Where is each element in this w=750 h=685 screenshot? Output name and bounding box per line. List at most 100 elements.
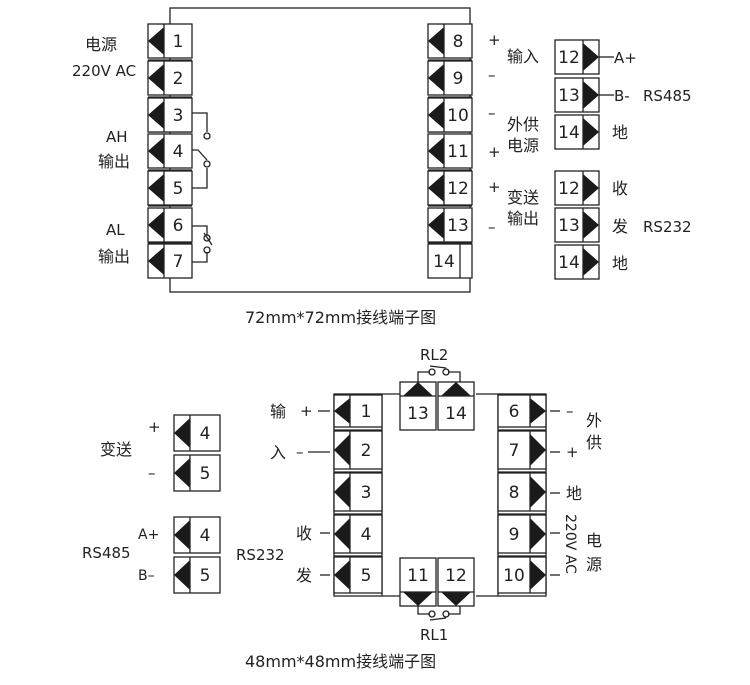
terminal-number: 7 [509,441,520,461]
label-ext-2: 供 [586,433,602,452]
rs485-name: RS485 [643,87,692,105]
terminal-number: 11 [447,142,469,162]
terminal-number: 1 [173,32,184,52]
terminal-number: 2 [361,441,372,461]
rs485-terminal-14: 14 [554,114,600,150]
label-in-plus: + [300,402,313,420]
terminal-number: 10 [503,566,525,586]
rs232-name: RS232 [643,218,692,236]
label-al: AL [106,221,125,239]
label-ext-supply-2: 电源 [507,136,539,155]
rs232-rx: 收 [612,179,628,198]
terminal-number: 14 [445,404,467,424]
terminal-number: 13 [447,216,469,236]
terminal-7-48: 7 [497,430,547,470]
rs232-terminal-13: 13 [554,207,600,243]
terminal-number: 12 [558,48,580,68]
label-rs232-48: RS232 [236,546,285,564]
terminal-number: 4 [173,142,184,162]
terminal-11-72-right: 11 [427,133,473,169]
terminal-arrow [148,137,164,165]
terminal-arrow [428,27,444,55]
terminal-arrow [334,560,350,590]
terminal-10-48: 10 [497,556,547,594]
terminal-arrow [530,434,546,466]
terminal-number: 1 [361,402,372,422]
terminal-number: 5 [173,179,184,199]
terminal-1-48: 1 [333,394,383,428]
rs232-tx: 发 [612,217,628,236]
terminal-8-72-right: 8 [427,23,473,59]
terminal-arrow [174,458,190,488]
sign-10: – [488,104,496,122]
rs485-gnd: 地 [612,123,628,142]
terminal-arrow [428,211,444,239]
terminal-number: 6 [173,216,184,236]
label-transmit-2: 输出 [507,209,539,228]
terminal-5-72: 5 [147,170,193,206]
terminal-13-48: 13 [399,381,437,431]
terminal-13-72-right: 13 [427,207,473,243]
sign-11: + [488,143,501,161]
caption-48: 48mm*48mm接线端子图 [245,652,436,671]
label-in-1: 输 [270,402,286,421]
terminal-4-48: 4 [333,514,383,554]
terminal-14-48: 14 [437,381,475,431]
terminal-number: 5 [200,566,211,586]
terminal-arrow [148,27,164,55]
ah-switch [192,149,208,161]
housing-72 [169,7,471,293]
terminal-number: 3 [361,483,372,503]
terminal-arrow [428,101,444,129]
label-power: 电源 [85,35,117,54]
terminal-9-72-right: 9 [427,60,473,96]
trans-minus: – [148,464,156,482]
terminal-12-48: 12 [437,557,475,607]
sign-12: + [488,178,501,196]
terminal-layer: 1234567891011121314121314121314123456789… [147,23,600,607]
sign-8: + [488,31,501,49]
terminal-5-48: 5 [333,556,383,594]
trans-terminal-4: 4 [173,414,221,452]
label-ah: AH [106,128,128,146]
terminal-arrow [530,560,546,590]
terminal-arrow [334,434,350,466]
terminal-3-72: 3 [147,97,193,133]
terminal-arrow [583,211,599,239]
terminal-number: 10 [447,106,469,126]
terminal-arrow [583,174,599,202]
label-voltage-48: 220V AC [562,514,578,574]
terminal-number: 14 [433,252,455,272]
terminal-number: 14 [558,253,580,273]
sign-9: – [488,66,496,84]
label-al-output: 输出 [98,247,130,266]
terminal-number: 14 [558,123,580,143]
label-ah-output: 输出 [98,152,130,171]
terminal-arrow [403,382,433,396]
terminal-arrow [530,518,546,550]
label-rx: 收 [296,524,312,543]
rs485-terminal-12: 12 [554,39,600,75]
terminal-10-72-right: 10 [427,97,473,133]
terminal-number: 13 [558,86,580,106]
terminal-arrow [148,101,164,129]
rs232-terminal-12: 12 [554,170,600,206]
terminal-number: 5 [361,566,372,586]
terminal-arrow [428,64,444,92]
terminal-arrow [334,476,350,508]
terminal-number: 3 [173,106,184,126]
rs485-48-a: A+ [138,527,159,543]
terminal-2-72: 2 [147,60,193,96]
rs485-48-terminal-5: 5 [173,556,221,594]
terminal-number: 9 [453,69,464,89]
terminal-arrow [583,118,599,146]
terminal-4-72: 4 [147,133,193,169]
terminal-9-48: 9 [497,514,547,554]
terminal-2-48: 2 [333,430,383,470]
terminal-arrow [530,398,546,424]
ah-wire-3 [192,112,208,132]
terminal-number: 4 [200,424,211,444]
terminal-arrow [583,81,599,109]
label-ext-1: 外 [586,411,602,430]
label-ext-supply-1: 外供 [507,115,539,134]
